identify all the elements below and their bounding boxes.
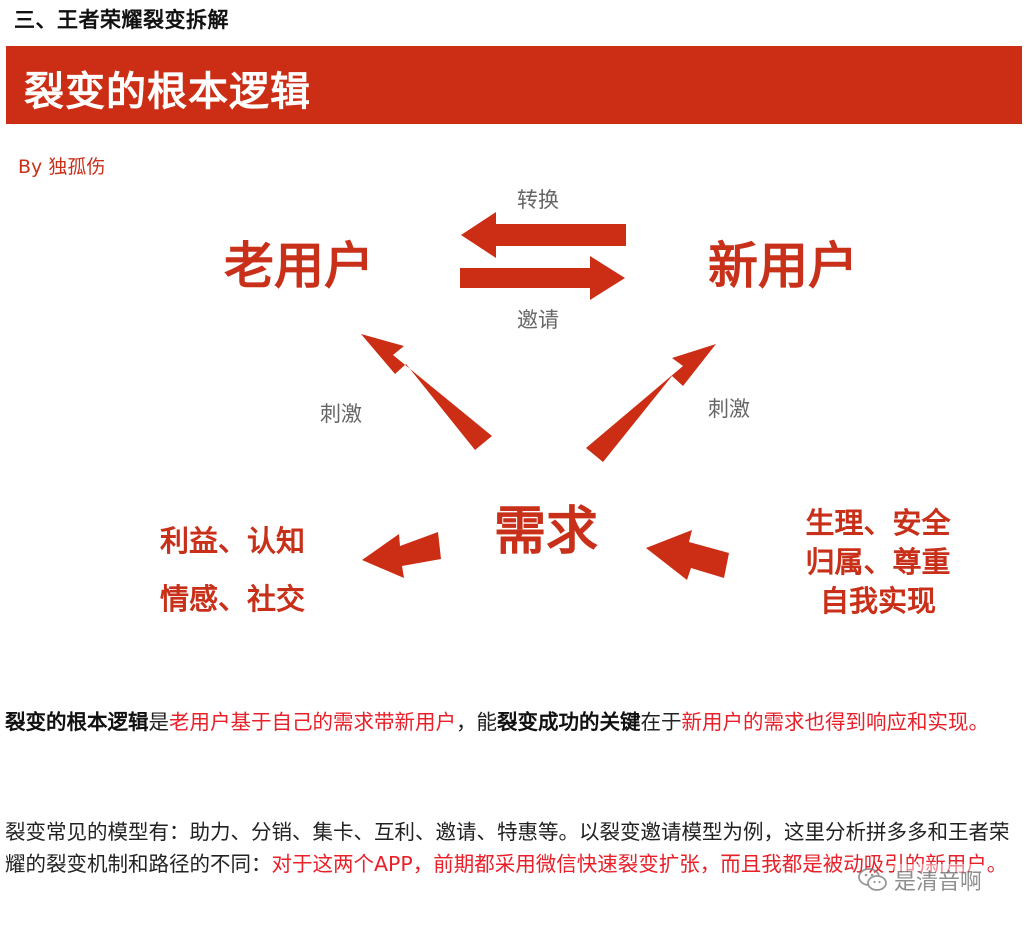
paragraph-models: 裂变常见的模型有：助力、分销、集卡、互利、邀请、特惠等。以裂变邀请模型为例，这里… bbox=[5, 816, 1023, 880]
text-plain: 是 bbox=[148, 710, 170, 734]
needs-left-line: 利益、认知 bbox=[160, 524, 306, 558]
watermark-text: 是清音啊 bbox=[894, 864, 983, 896]
text-highlight: 新用户的需求也得到响应和实现。 bbox=[681, 710, 990, 734]
text-plain: 裂变常见的模型有：助力、分销、集卡、互利、邀请、特惠等。以裂变邀请模型为例，这里… bbox=[5, 820, 1010, 876]
invite-arrow bbox=[460, 256, 625, 300]
text-bold: 裂变成功的关键 bbox=[497, 710, 641, 734]
section-heading: 三、王者荣耀裂变拆解 bbox=[14, 8, 229, 32]
wechat-icon bbox=[858, 868, 887, 891]
needs-right-box: 生理、安全 归属、尊重 自我实现 bbox=[788, 504, 968, 621]
figure-byline: By 独孤伤 bbox=[18, 156, 106, 178]
node-old-user: 老用户 bbox=[224, 237, 374, 295]
text-highlight: 对于这两个APP，前期都采用微信快速裂变扩张，而且我都是被动吸引的新用户。 bbox=[271, 852, 1008, 876]
text-plain: 在于 bbox=[640, 710, 682, 734]
needs-right-line: 生理、安全 bbox=[805, 506, 951, 540]
watermark: 是清音啊 bbox=[858, 864, 983, 896]
needs-left-box: 利益、认知 情感、社交 bbox=[160, 512, 305, 628]
figure-banner: 裂变的根本逻辑 bbox=[6, 46, 1022, 124]
diagram-arrows bbox=[361, 212, 729, 580]
label-invite: 邀请 bbox=[517, 308, 559, 332]
label-convert: 转换 bbox=[517, 188, 559, 212]
needs-left-line: 情感、社交 bbox=[160, 582, 306, 616]
right-to-need-arrow bbox=[646, 530, 729, 580]
label-stimulate-right: 刺激 bbox=[708, 397, 750, 421]
needs-right-line: 归属、尊重 bbox=[805, 545, 951, 579]
text-plain: ，能 bbox=[456, 710, 497, 734]
banner-title: 裂变的根本逻辑 bbox=[24, 69, 311, 115]
text-highlight: 老用户基于自己的需求带新用户 bbox=[169, 710, 456, 734]
fission-logic-figure: 裂变的根本逻辑 By 独孤伤 老用户 新用户 需求 转换 邀请 刺激 刺激 利益… bbox=[6, 46, 1022, 646]
node-need: 需求 bbox=[494, 502, 599, 562]
label-stimulate-left: 刺激 bbox=[320, 402, 362, 426]
needs-right-line: 自我实现 bbox=[819, 584, 936, 618]
stimulate-left-arrow bbox=[361, 334, 492, 450]
paragraph-core-logic: 裂变的根本逻辑是老用户基于自己的需求带新用户，能裂变成功的关键在于新用户的需求也… bbox=[5, 706, 1023, 738]
convert-arrow bbox=[461, 212, 626, 258]
text-bold: 裂变的根本逻辑 bbox=[5, 710, 149, 734]
need-to-left-arrow bbox=[362, 532, 441, 578]
node-new-user: 新用户 bbox=[708, 237, 858, 295]
stimulate-right-arrow bbox=[586, 344, 716, 462]
